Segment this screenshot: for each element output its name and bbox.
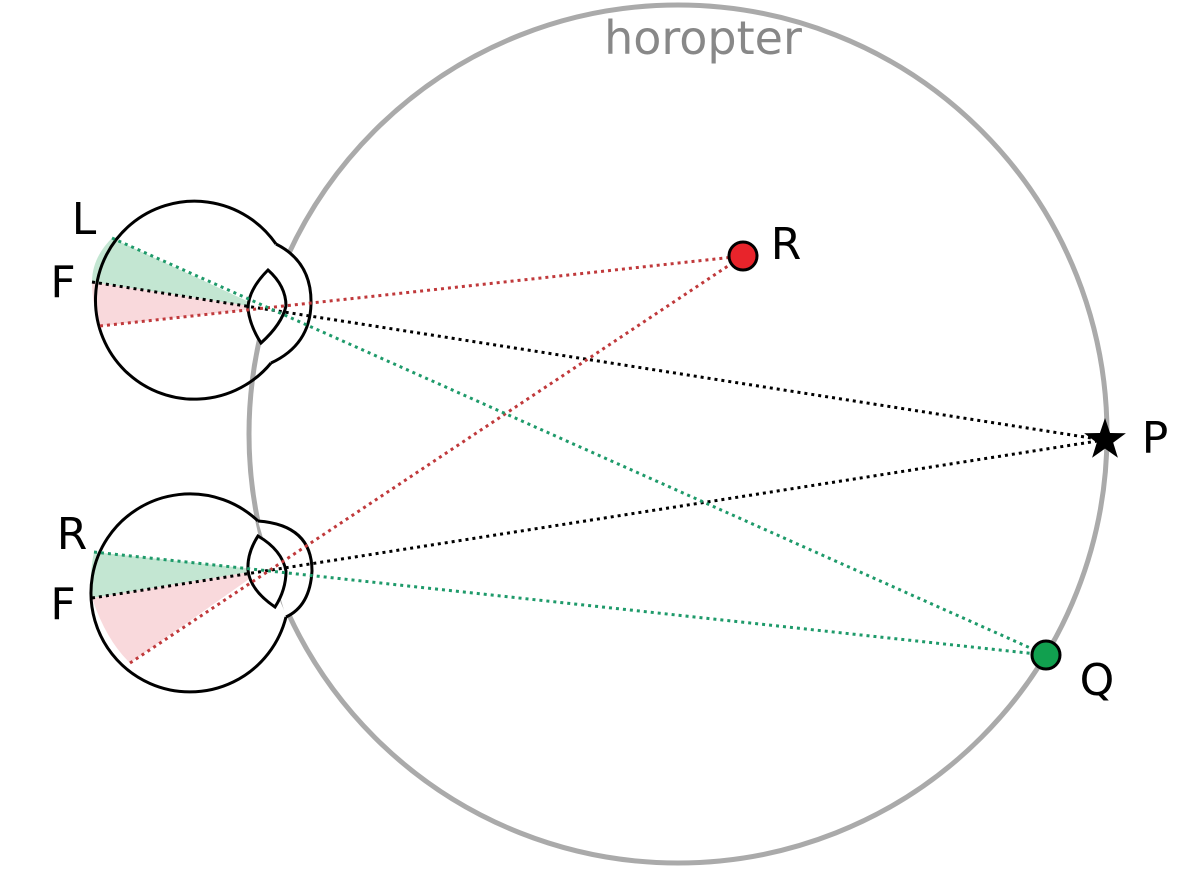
top-eye-line-to-q [111,236,1047,657]
bottom-eye-line-to-q [93,550,1047,657]
point-r-marker [727,240,759,272]
bottom-eye-line-to-r [129,254,744,665]
point-q-marker [1030,639,1062,671]
bottom-eye-label-upper: R [57,509,88,560]
top-eye [94,199,313,401]
top-eye-green-wedge [92,238,262,308]
bottom-eye-green-wedge [90,552,262,598]
top-eye-red-wedge [92,282,262,326]
bottom-eye-label-lower: F [50,579,75,630]
top-eye-label-lower: F [50,257,75,308]
bottom-eye-globe [89,492,288,694]
top-eye-globe [94,199,278,401]
top-eye-label-upper: L [72,194,97,245]
top-eye-line-to-r [99,254,744,328]
point-p-star-icon [1084,418,1126,458]
point-q-label: Q [1080,655,1115,706]
horopter-label: horopter [604,11,802,65]
bottom-eye-line-to-p [91,438,1105,600]
point-p-label: P [1142,413,1169,464]
bottom-eye-red-wedge [92,570,262,663]
horopter-circle [246,2,1110,866]
bottom-eye [89,492,314,694]
point-r-label: R [771,219,802,270]
